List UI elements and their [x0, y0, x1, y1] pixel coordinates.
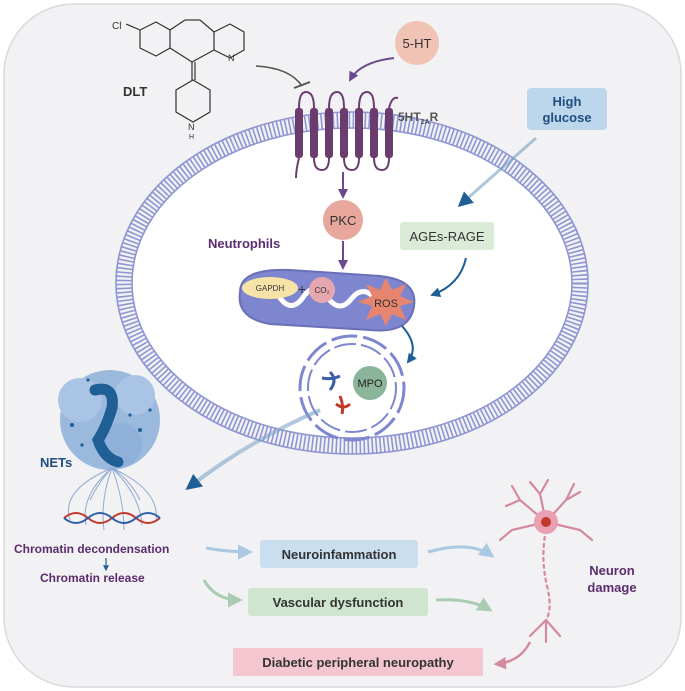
- vascular-dysfunction-box: [248, 588, 428, 616]
- chromatin-release-label: Chromatin release: [40, 571, 145, 585]
- plus-sign: +: [298, 281, 306, 297]
- to-vascular-arrow: [202, 579, 243, 608]
- nucleus: [298, 334, 406, 442]
- dpn-box: [233, 648, 483, 676]
- neuroinflammation-label: Neuroinfammation: [282, 547, 397, 562]
- co2-node: [309, 277, 335, 303]
- vascular-dysfunction-label: Vascular dysfunction: [273, 595, 404, 610]
- glucose-arrow: [457, 136, 537, 207]
- neuron-nucleus: [541, 517, 551, 527]
- receptor-label: 5HT2AR: [398, 110, 439, 126]
- nets-cloud: [58, 370, 160, 470]
- ros-node: [358, 278, 414, 326]
- dlt-h-label: H: [189, 134, 194, 141]
- pkc-node: [323, 200, 363, 240]
- ros-label: ROS: [374, 298, 398, 310]
- dlt-inhibition-arrow: [255, 65, 303, 87]
- nets-label: NETs: [40, 455, 72, 470]
- chromatin-strands: [67, 467, 157, 531]
- dna-helix: [63, 512, 161, 524]
- mpo-label: MPO: [357, 378, 383, 390]
- ages-to-ros-arrow: [430, 257, 467, 298]
- dlt-nh-label: N: [188, 122, 195, 132]
- dlt-molecule: [125, 19, 245, 123]
- vascular-to-neuron-arrow: [435, 597, 493, 612]
- high-glucose-box: [527, 88, 607, 130]
- neuron-to-dpn-arrow: [493, 641, 532, 670]
- high-glucose-label-2: glucose: [542, 110, 591, 125]
- dlt-nitrogen-label: N: [228, 53, 235, 63]
- serotonin-arrow: [349, 57, 395, 82]
- ages-rage-box: [400, 222, 494, 250]
- neuroinflammation-box: [260, 540, 418, 568]
- high-glucose-label-1: High: [553, 94, 582, 109]
- pkc-label: PKC: [330, 213, 357, 228]
- gapdh-node: [242, 277, 298, 299]
- mpo-node: [353, 366, 387, 400]
- co2-label: CO₂: [314, 286, 329, 295]
- gapdh-label: GAPDH: [256, 284, 285, 293]
- dlt-label: DLT: [123, 84, 147, 99]
- serotonin-node: [395, 21, 439, 65]
- ages-rage-label: AGEs-RAGE: [409, 229, 484, 244]
- chromatin-decondensation-label: Chromatin decondensation: [14, 542, 169, 556]
- dpn-label: Diabetic peripheral neuropathy: [262, 655, 454, 670]
- ros-to-nucleus-arrow: [401, 325, 417, 364]
- serotonin-label: 5-HT: [403, 36, 432, 51]
- dlt-chlorine-label: Cl: [112, 21, 121, 32]
- receptor-5ht2a: [295, 90, 399, 179]
- neuron-damage-label-2: damage: [587, 580, 636, 595]
- dlt-inhibition-bar: [293, 81, 311, 89]
- neuroinflammation-to-neuron-arrow: [427, 542, 495, 558]
- neutrophils-label: Neutrophils: [208, 236, 280, 251]
- neuron-damage-label-1: Neuron: [589, 563, 635, 578]
- nets-release-arrow: [185, 408, 321, 490]
- to-neuroinflammation-arrow: [205, 544, 253, 560]
